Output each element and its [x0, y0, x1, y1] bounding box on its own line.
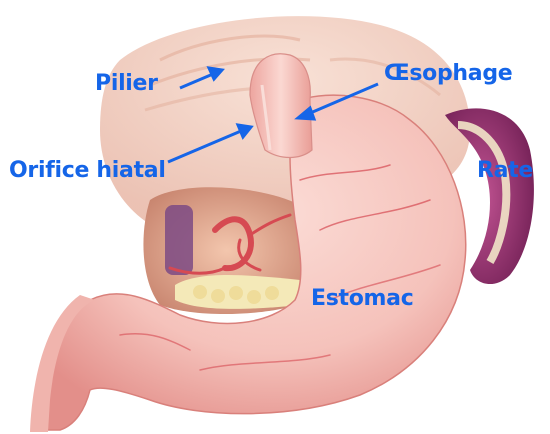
abdominal-cavity-shape — [143, 187, 310, 314]
estomac-label: Estomac — [311, 288, 413, 310]
pilier-label: Pilier — [95, 73, 158, 95]
rate-label: Rate — [477, 160, 533, 182]
oesophage-label: Œsophage — [384, 63, 512, 85]
orifice-hiatal-label: Orifice hiatal — [9, 160, 166, 182]
